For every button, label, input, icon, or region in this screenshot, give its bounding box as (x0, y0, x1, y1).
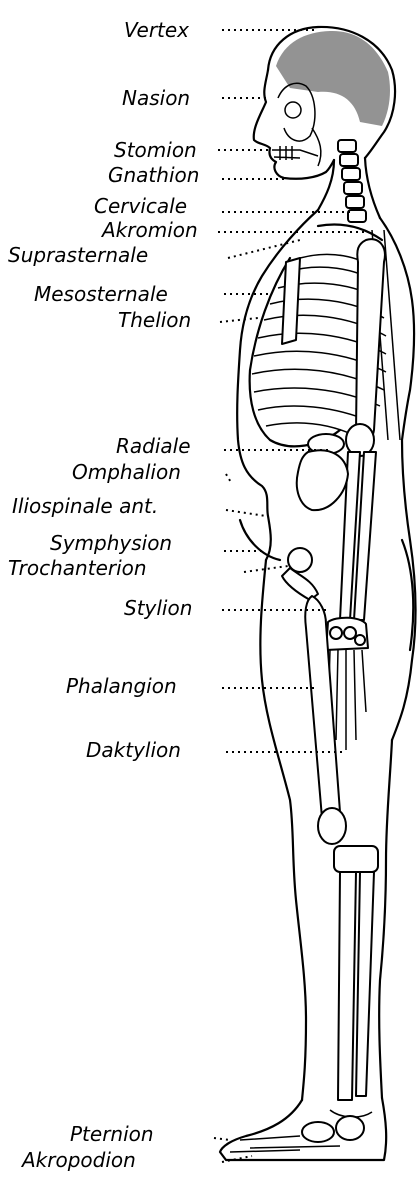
label-mesosternale: Mesosternale (34, 284, 168, 304)
pelvis (240, 450, 348, 600)
label-cervicale: Cervicale (94, 196, 187, 216)
label-vertex: Vertex (124, 20, 189, 40)
foot (220, 1098, 386, 1160)
label-iliospinale: Iliospinale ant. (12, 496, 158, 516)
label-radiale: Radiale (116, 436, 191, 456)
label-stylion: Stylion (124, 598, 192, 618)
head (254, 27, 395, 179)
label-akropodion: Akropodion (22, 1150, 136, 1170)
label-symphysion: Symphysion (50, 533, 172, 553)
leader-thelion (220, 318, 258, 322)
leader-iliospinale (226, 510, 266, 516)
label-stomion: Stomion (114, 140, 197, 160)
label-pternion: Pternion (70, 1124, 154, 1144)
label-nasion: Nasion (122, 88, 190, 108)
label-gnathion: Gnathion (108, 165, 199, 185)
label-thelion: Thelion (118, 310, 191, 330)
leader-suprasternale (228, 240, 300, 258)
leader-omphalion (226, 474, 232, 484)
label-trochanterion: Trochanterion (8, 558, 147, 578)
label-daktylion: Daktylion (86, 740, 181, 760)
label-akromion: Akromion (102, 220, 198, 240)
label-suprasternale: Suprasternale (8, 245, 148, 265)
label-omphalion: Omphalion (72, 462, 181, 482)
label-phalangion: Phalangion (66, 676, 177, 696)
leader-pternion (214, 1138, 230, 1140)
